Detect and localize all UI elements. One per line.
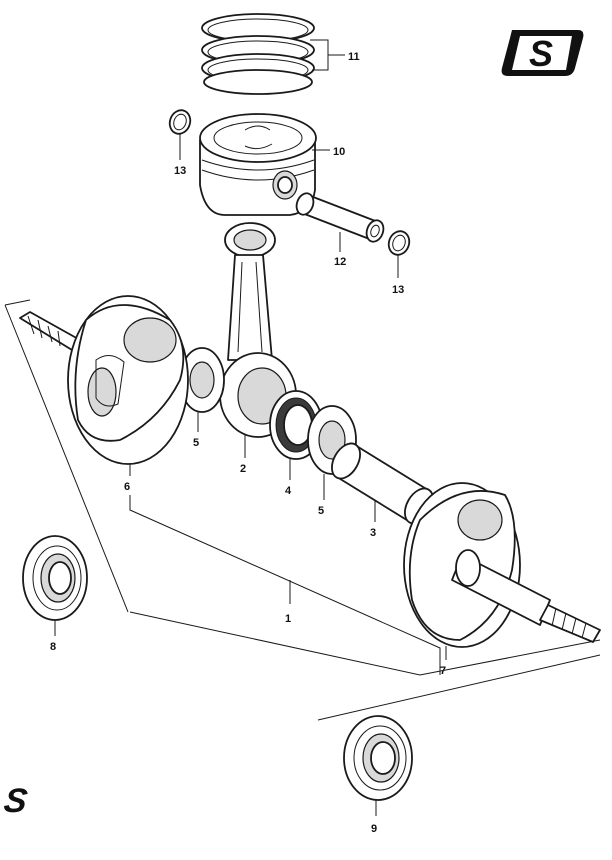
callout-1: 1 [285,613,291,625]
crankshaft-left-half [19,295,189,476]
callout-11: 11 [348,51,360,63]
piston-pin [295,192,385,252]
piston [199,113,330,216]
callout-4: 4 [285,485,292,497]
brand-badge-letter: S [529,33,553,74]
crankshaft-right-half [403,482,601,660]
callout-6: 6 [124,481,130,493]
piston-rings [201,13,345,95]
ball-bearing-right [317,654,601,816]
callout-10: 10 [333,146,345,158]
brand-badge: S [501,30,584,76]
assembly-bracket [4,299,601,676]
callout-13-right: 13 [392,284,404,296]
circlip-left [168,109,192,160]
circlip-right [387,230,411,278]
thrust-washer-left [179,347,225,432]
callout-13-left: 13 [174,165,186,177]
callout-8: 8 [50,641,56,653]
ball-bearing-left [22,535,88,636]
callout-12: 12 [334,256,346,268]
stels-wordmark: STELS [0,782,32,820]
callout-5-left: 5 [193,437,199,449]
callout-5-right: 5 [318,505,324,517]
callout-9: 9 [371,823,377,835]
callout-2: 2 [240,463,246,475]
callout-3: 3 [370,527,376,539]
